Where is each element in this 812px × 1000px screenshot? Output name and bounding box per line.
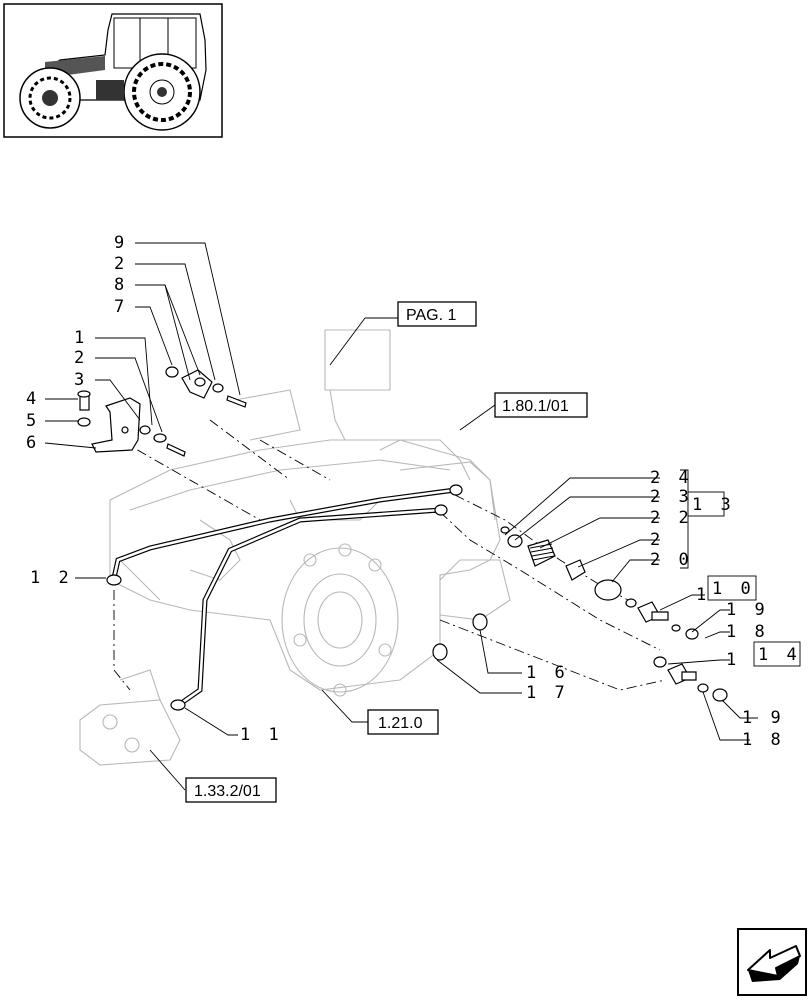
- tractor-thumbnail: [3, 3, 223, 138]
- ref-1-21-0[interactable]: 1.21.0: [378, 715, 423, 732]
- callout-6: 6: [26, 433, 40, 453]
- callout-1: 1: [74, 328, 88, 348]
- group-label-10: 1 0: [712, 579, 755, 599]
- callout-1-upper: 1: [696, 585, 710, 605]
- callout-20: 2 0: [650, 550, 693, 570]
- callout-17: 1 7: [526, 683, 569, 703]
- callout-8: 8: [114, 275, 128, 295]
- transmission-housing-outline: [79, 329, 511, 766]
- callout-7: 7: [114, 297, 128, 317]
- leader-lines: [44, 242, 758, 791]
- valve-fittings: [432, 526, 728, 702]
- callout-19-upper: 1 9: [726, 600, 769, 620]
- callout-5: 5: [26, 411, 40, 431]
- hydraulic-pipes: [106, 484, 463, 711]
- group-brackets: 1 3 1 0 1 4: [687, 491, 801, 667]
- callout-3: 3: [74, 370, 88, 390]
- callout-22: 2 2: [650, 508, 693, 528]
- callout-21: 2: [650, 530, 664, 550]
- ref-pag-1[interactable]: PAG. 1: [406, 307, 456, 324]
- callout-4: 4: [26, 389, 40, 409]
- ref-1-33-2-01[interactable]: 1.33.2/01: [194, 783, 261, 800]
- callout-11: 1 1: [240, 725, 283, 745]
- callout-numbers: 9 2 8 7 1 2 3 4 5 6 1 2 1 1 1 6 1 7 2 4 …: [26, 233, 785, 750]
- ref-1-33-2-01-box[interactable]: [185, 777, 277, 803]
- callout-24: 2 4: [650, 468, 693, 488]
- callout-12: 1 2: [30, 568, 73, 588]
- assembly-lines: [113, 419, 666, 691]
- cross-references[interactable]: PAG. 1 1.80.1/01 1.21.0 1.33.2/01: [185, 301, 588, 803]
- ref-1-80-1-01[interactable]: 1.80.1/01: [502, 398, 569, 415]
- callout-2-upper: 2: [114, 254, 128, 274]
- callout-19-lower: 1 9: [742, 708, 785, 728]
- callout-16: 1 6: [526, 663, 569, 683]
- ref-1-80-1-01-box[interactable]: [494, 392, 588, 418]
- callout-18-lower: 1 8: [742, 730, 785, 750]
- callout-2-lower: 2: [74, 348, 88, 368]
- callout-23: 2 3: [650, 487, 693, 507]
- group-label-13: 1 3: [692, 495, 735, 515]
- callout-1-lower: 1: [726, 650, 740, 670]
- next-page-arrow-icon[interactable]: [737, 928, 807, 996]
- callout-9: 9: [114, 233, 128, 253]
- callout-18-upper: 1 8: [726, 622, 769, 642]
- group-label-14: 1 4: [758, 645, 801, 665]
- ref-pag-1-box[interactable]: [397, 301, 477, 327]
- ref-1-21-0-box[interactable]: [367, 709, 439, 735]
